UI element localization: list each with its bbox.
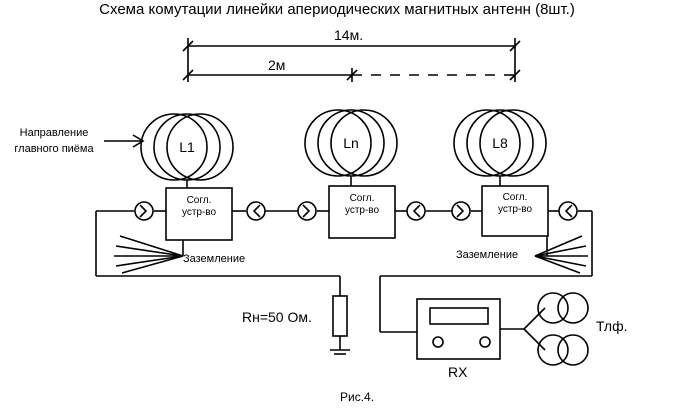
antenna-ln-label: Ln bbox=[343, 135, 359, 151]
connector-icon bbox=[246, 201, 266, 221]
direction-label-line2: главного пиёма bbox=[14, 143, 94, 155]
receiver-icon bbox=[416, 298, 501, 360]
page-title: Схема комутации линейки апериодических м… bbox=[99, 1, 575, 18]
connector-icon bbox=[297, 201, 317, 221]
device-8-line1: Согл. bbox=[502, 192, 528, 203]
feed-line bbox=[95, 210, 593, 333]
device-1-line2: устр-во bbox=[181, 207, 217, 218]
connector-icon bbox=[558, 201, 578, 221]
direction-arrow bbox=[104, 134, 145, 148]
figure-caption: Рис.4. bbox=[340, 390, 375, 404]
headphones-icon bbox=[500, 292, 589, 366]
ground-left-label: Заземление bbox=[183, 253, 246, 265]
antenna-l1-coil bbox=[140, 113, 234, 188]
device-n-line2: устр-во bbox=[344, 205, 380, 216]
matching-device-1 bbox=[165, 187, 233, 241]
receiver-label: RX bbox=[448, 364, 468, 380]
device-1-line1: Согл. bbox=[186, 195, 212, 206]
ground-right-label: Заземление bbox=[456, 249, 519, 261]
device-n-line1: Согл. bbox=[349, 193, 375, 204]
antenna-l8-coil bbox=[453, 109, 547, 186]
dimension-total-label: 14м. bbox=[334, 27, 364, 43]
connector-icon bbox=[451, 201, 471, 221]
connector-icon bbox=[406, 201, 426, 221]
antenna-ln-coil bbox=[304, 109, 398, 186]
connector-icon bbox=[134, 201, 154, 221]
matching-device-n bbox=[328, 185, 396, 239]
dimension-spacing-label: 2м bbox=[268, 57, 286, 73]
load-resistor-icon bbox=[330, 295, 350, 355]
ground-left-icon bbox=[114, 235, 184, 274]
antenna-l8-label: L8 bbox=[492, 135, 508, 151]
antenna-l1-label: L1 bbox=[179, 139, 195, 155]
phones-label: Тлф. bbox=[596, 318, 628, 334]
device-8-line2: устр-во bbox=[497, 204, 533, 215]
ground-right-icon bbox=[534, 235, 588, 274]
dimension-spacing bbox=[182, 68, 521, 82]
load-label: Rн=50 Ом. bbox=[242, 309, 312, 325]
direction-label-line1: Направление bbox=[19, 127, 89, 139]
